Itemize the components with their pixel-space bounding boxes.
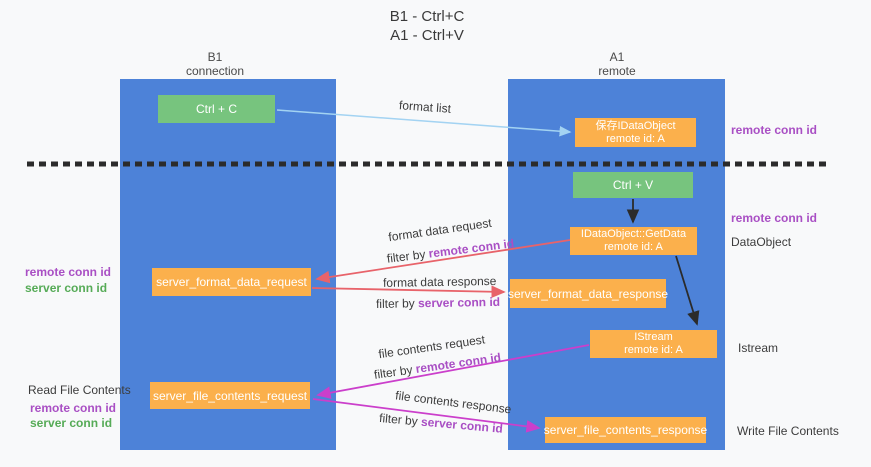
filter-by-server-conn-id-label-2: filter by server conn id xyxy=(378,410,504,436)
filter-by-server-conn-id-label-1: filter by server conn id xyxy=(375,295,500,312)
idataobject-getdata-box: IDataObject::GetData remote id: A xyxy=(570,227,697,255)
filter-by-text: filter by xyxy=(386,247,427,266)
server-format-data-response-label: server_format_data_response xyxy=(507,286,669,301)
right-column-header: A1 remote xyxy=(537,50,697,78)
read-file-contents-label: Read File Contents xyxy=(28,383,131,397)
istream-side-label: Istream xyxy=(738,341,779,355)
filter-by-text: filter by xyxy=(373,362,414,382)
getdata-line1: IDataObject::GetData xyxy=(580,228,687,240)
filter-by-text: filter by xyxy=(378,410,419,429)
ctrl-v-label: Ctrl + V xyxy=(612,178,654,192)
ctrl-c-label: Ctrl + C xyxy=(195,102,237,116)
istream-box: IStream remote id: A xyxy=(590,330,717,358)
server-file-contents-request-label: server_file_contents_request xyxy=(152,388,308,403)
remote-conn-id-text: remote conn id xyxy=(427,236,515,261)
diagram-title: B1 - Ctrl+C A1 - Ctrl+V xyxy=(277,7,577,45)
left-column-header: B1 connection xyxy=(135,50,295,78)
save-dataobject-box: 保存IDataObject remote id: A xyxy=(575,118,696,147)
server-format-data-request-label: server_format_data_request xyxy=(156,275,307,289)
format-data-response-label: format data response xyxy=(382,273,497,290)
left-server-conn-id-label-1: server conn id xyxy=(25,281,108,295)
ctrl-v-box: Ctrl + V xyxy=(573,172,693,198)
server-file-contents-response-label: server_file_contents_response xyxy=(543,423,708,437)
title-line-1: B1 - Ctrl+C xyxy=(389,8,465,25)
left-remote-conn-id-label-1: remote conn id xyxy=(25,265,112,279)
dataobject-label: DataObject xyxy=(731,235,792,249)
right-column-title: A1 xyxy=(609,50,625,64)
server-file-contents-response-box: server_file_contents_response xyxy=(543,417,708,443)
server-conn-id-text: server conn id xyxy=(417,294,501,311)
left-remote-conn-id-label-2: remote conn id xyxy=(30,401,117,415)
server-conn-id-text: server conn id xyxy=(420,414,504,436)
title-line-2: A1 - Ctrl+V xyxy=(390,27,464,44)
filter-by-text: filter by xyxy=(375,296,415,312)
istream-line2: remote id: A xyxy=(624,344,683,356)
left-server-conn-id-label-2: server conn id xyxy=(30,416,113,430)
save-dataobject-line2: remote id: A xyxy=(606,132,665,145)
write-file-contents-label: Write File Contents xyxy=(737,424,839,438)
server-format-data-request-box: server_format_data_request xyxy=(152,268,311,296)
left-column-subtitle: connection xyxy=(185,64,245,78)
save-dataobject-line1: 保存IDataObject xyxy=(595,119,676,132)
getdata-line2: remote id: A xyxy=(604,241,663,253)
file-contents-response-label: file contents response xyxy=(394,388,513,417)
right-column-subtitle: remote xyxy=(598,64,636,78)
left-column-title: B1 xyxy=(207,50,223,64)
format-list-label: format list xyxy=(398,98,452,116)
right-remote-conn-id-label-1: remote conn id xyxy=(731,123,818,137)
istream-line1: IStream xyxy=(634,331,673,343)
right-remote-conn-id-label-2: remote conn id xyxy=(731,211,818,225)
ctrl-c-box: Ctrl + C xyxy=(158,95,275,123)
server-file-contents-request-box: server_file_contents_request xyxy=(150,382,310,409)
server-format-data-response-box: server_format_data_response xyxy=(507,279,669,308)
